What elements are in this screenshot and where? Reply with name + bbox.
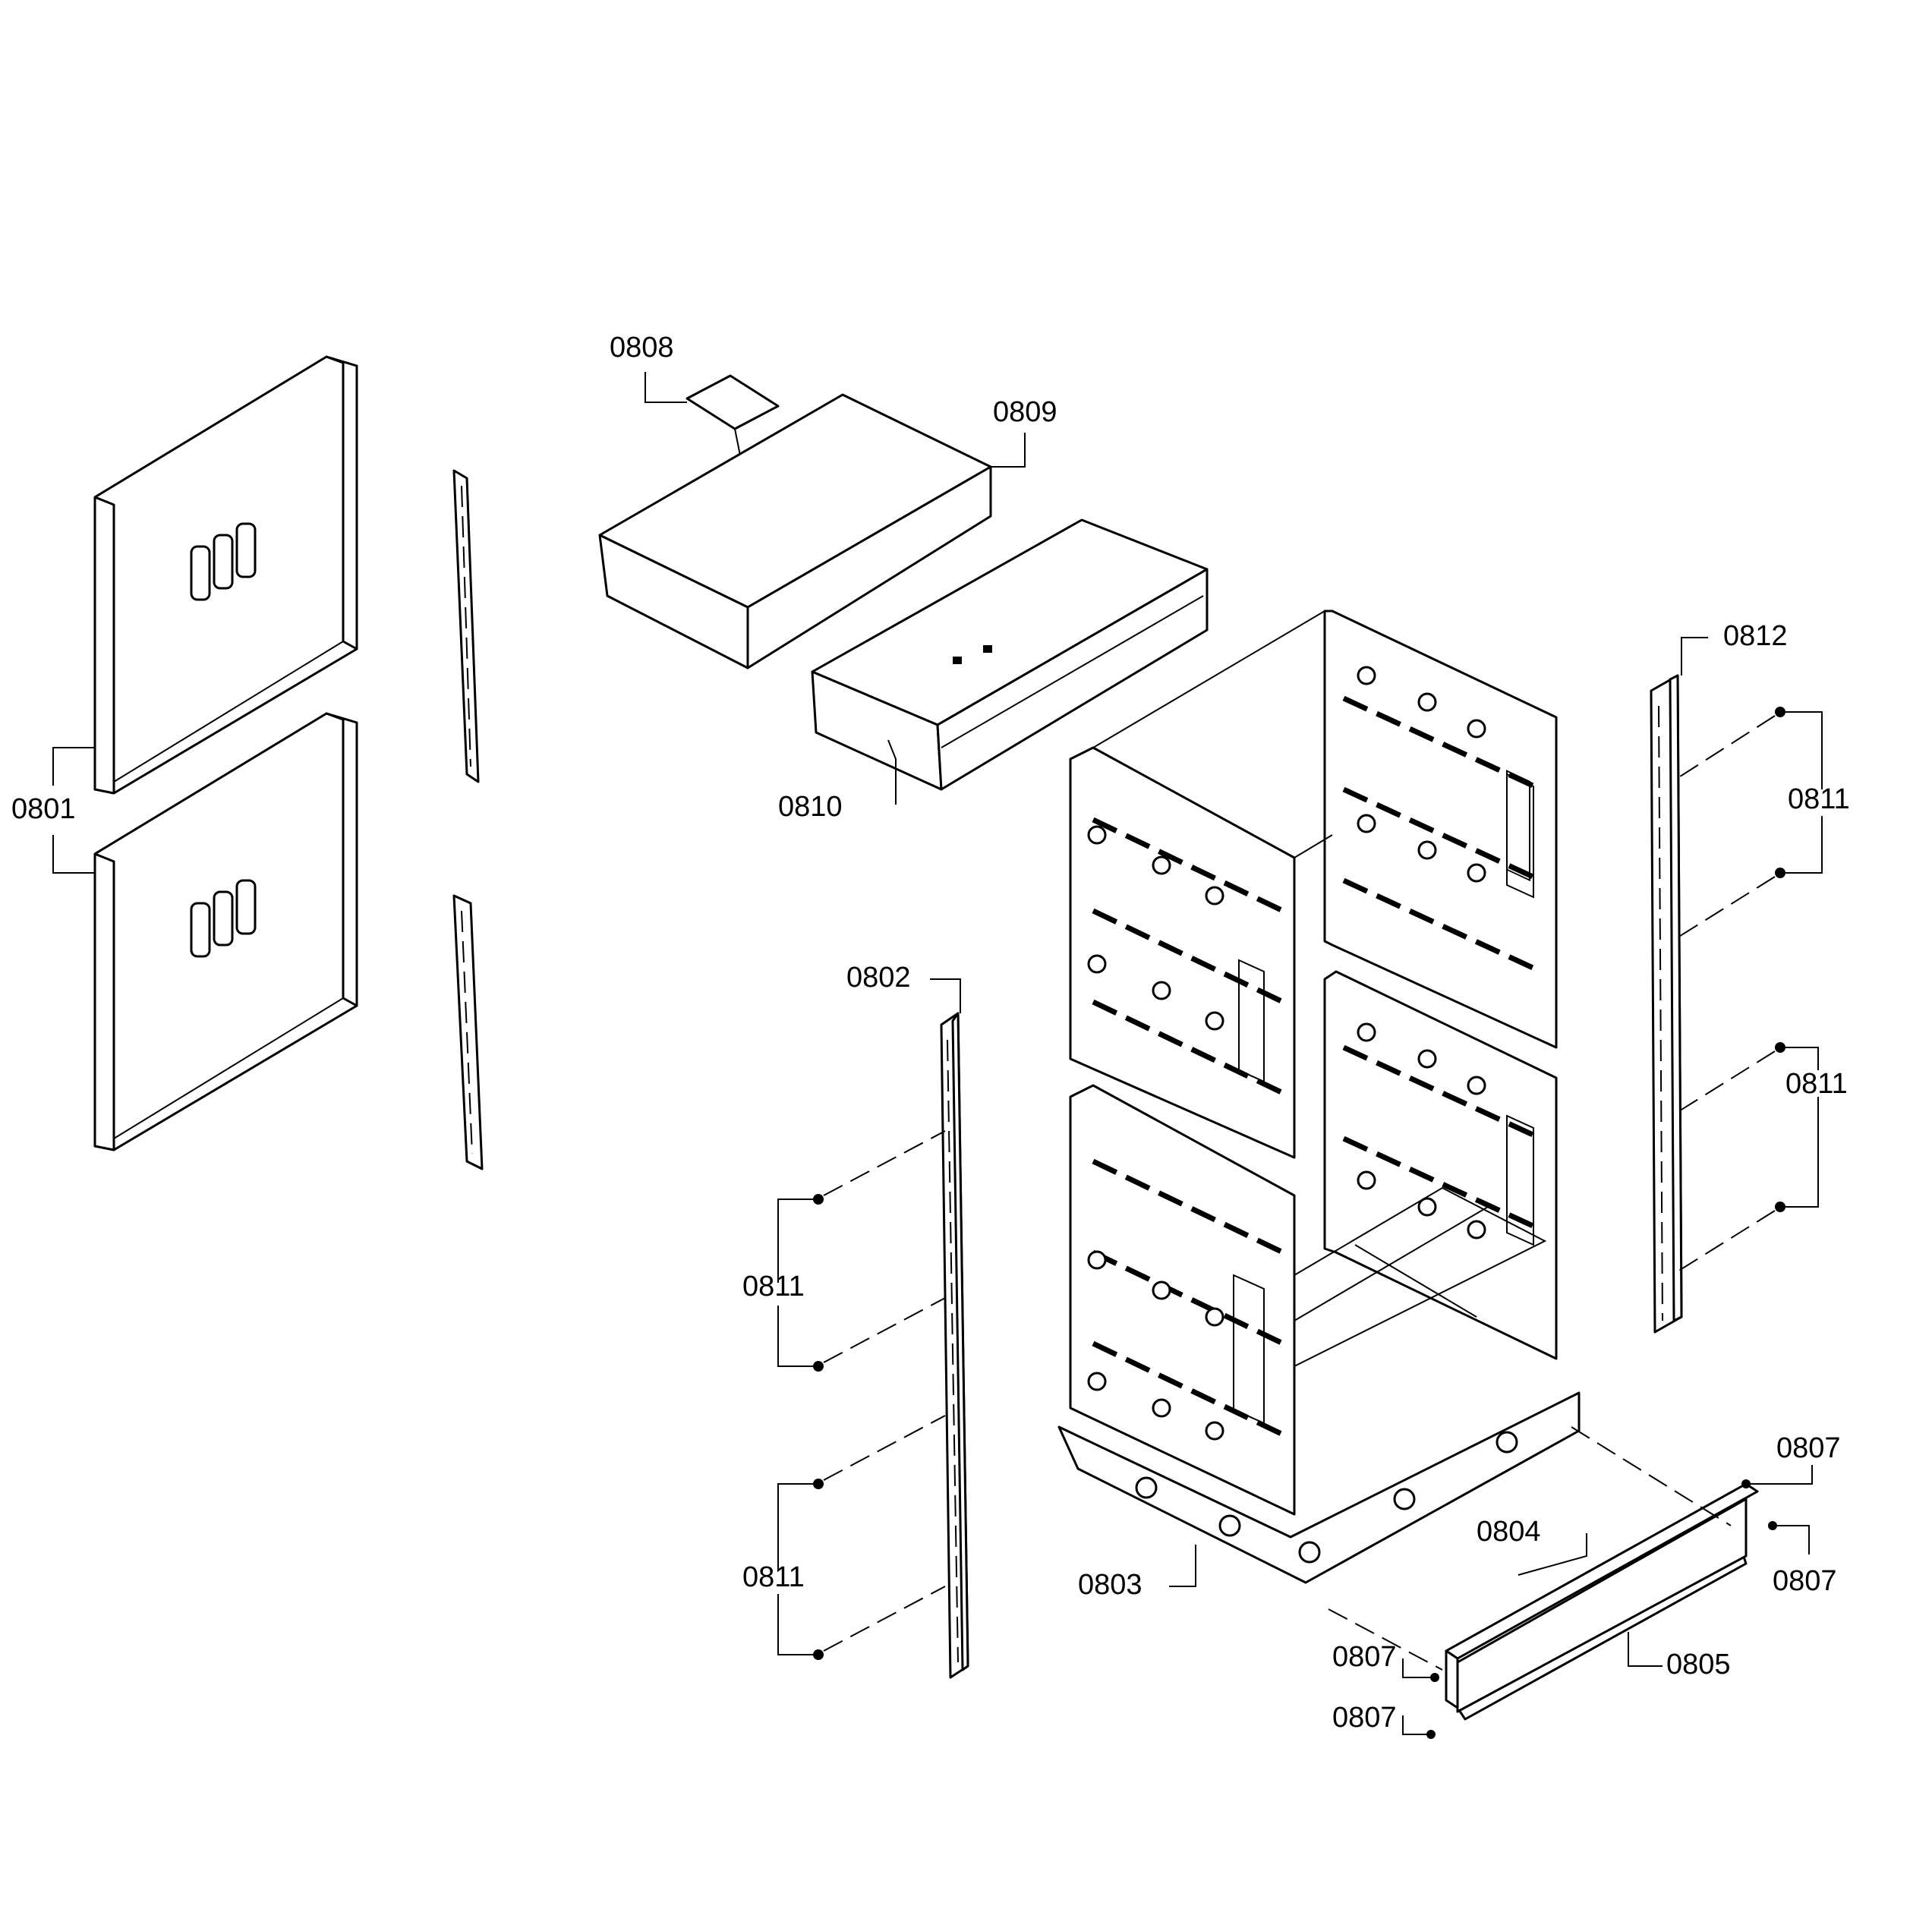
side-panel-upper — [93, 355, 358, 795]
label-0811-right-upper: 0811 — [1788, 783, 1850, 815]
label-0810: 0810 — [778, 791, 843, 823]
bolt-holes — [1087, 666, 1518, 1564]
top-housing-0809 — [598, 393, 992, 669]
label-0807-top: 0807 — [1776, 1432, 1841, 1464]
label-0802: 0802 — [846, 962, 911, 994]
screws-0811 — [813, 707, 1785, 1660]
cabinet-frame — [1057, 610, 1581, 1584]
label-0807-left-upper: 0807 — [1332, 1641, 1397, 1673]
label-0811-left-upper: 0811 — [742, 1271, 805, 1302]
label-0804: 0804 — [1477, 1516, 1541, 1548]
screws-0807 — [1426, 1479, 1777, 1739]
label-0803: 0803 — [1078, 1569, 1142, 1601]
side-panel-lower — [93, 712, 358, 1151]
label-0812: 0812 — [1723, 620, 1788, 652]
side-bracket-upper — [452, 469, 480, 783]
label-0811-right-lower: 0811 — [1785, 1068, 1848, 1100]
vent-slots-upper — [190, 522, 257, 601]
label-0808: 0808 — [610, 332, 674, 364]
vertical-rail-0802 — [940, 1012, 969, 1679]
front-trim-0805 — [1456, 1498, 1748, 1721]
label-0807-left-lower: 0807 — [1332, 1702, 1397, 1734]
vertical-rail-0812 — [1650, 674, 1683, 1334]
part-labels: 0808 0809 0810 0801 0802 0803 0804 0805 … — [11, 332, 1850, 1734]
label-0801: 0801 — [11, 793, 76, 825]
side-bracket-lower — [452, 894, 484, 1170]
label-0805: 0805 — [1666, 1649, 1731, 1680]
leader-lines — [52, 372, 1823, 1735]
label-0807-right: 0807 — [1773, 1565, 1837, 1597]
housing-tray-0810 — [811, 518, 1209, 791]
vent-slots-lower — [190, 879, 257, 958]
label-0809: 0809 — [993, 396, 1057, 428]
label-0811-left-lower: 0811 — [742, 1561, 805, 1593]
